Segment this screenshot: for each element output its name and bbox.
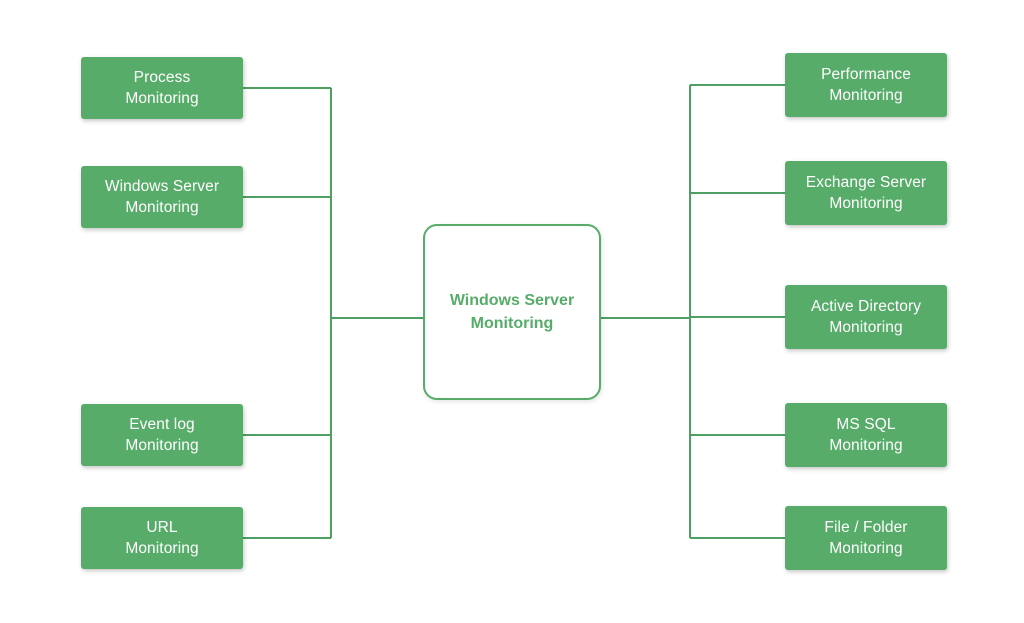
node-exchange-server-monitoring[interactable]: Exchange Server Monitoring xyxy=(785,161,947,225)
node-windows-server-monitoring-left[interactable]: Windows Server Monitoring xyxy=(81,166,243,228)
node-label: MS SQL Monitoring xyxy=(829,416,903,454)
node-event-log-monitoring[interactable]: Event log Monitoring xyxy=(81,404,243,466)
node-label: Process Monitoring xyxy=(125,69,199,107)
node-process-monitoring[interactable]: Process Monitoring xyxy=(81,57,243,119)
center-node-windows-server-monitoring[interactable]: Windows Server Monitoring xyxy=(423,224,601,400)
node-performance-monitoring[interactable]: Performance Monitoring xyxy=(785,53,947,117)
node-url-monitoring[interactable]: URL Monitoring xyxy=(81,507,243,569)
node-label: File / Folder Monitoring xyxy=(824,519,908,557)
node-label: Active Directory Monitoring xyxy=(810,298,922,336)
node-active-directory-monitoring[interactable]: Active Directory Monitoring xyxy=(785,285,947,349)
node-file-folder-monitoring[interactable]: File / Folder Monitoring xyxy=(785,506,947,570)
node-label: Performance Monitoring xyxy=(821,66,911,104)
node-ms-sql-monitoring[interactable]: MS SQL Monitoring xyxy=(785,403,947,467)
node-label: Exchange Server Monitoring xyxy=(805,174,927,212)
node-label: URL Monitoring xyxy=(125,519,199,557)
center-node-label: Windows Server Monitoring xyxy=(449,292,575,332)
node-label: Event log Monitoring xyxy=(125,416,199,454)
node-label: Windows Server Monitoring xyxy=(104,178,220,216)
